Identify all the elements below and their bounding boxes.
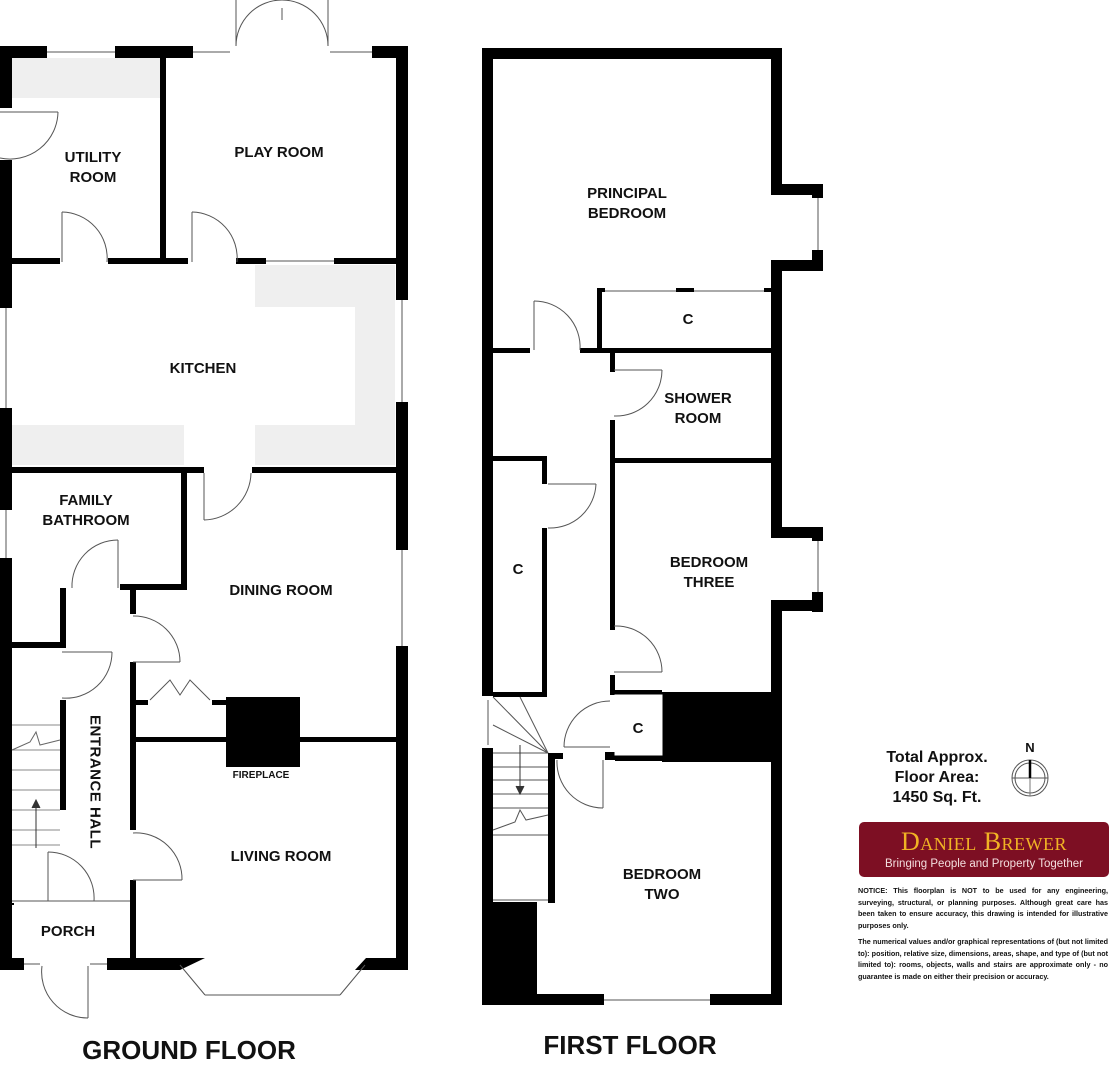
agency-tagline: Bringing People and Property Together: [885, 858, 1083, 870]
room-label-family-bathroom: FAMILY BATHROOM: [42, 492, 130, 529]
north-compass-icon: N: [1005, 740, 1055, 802]
ground-floor-title: GROUND FLOOR: [82, 1035, 296, 1065]
first-floor-plan: [482, 48, 823, 1005]
agency-name: Daniel Brewer: [900, 827, 1068, 856]
room-label-bedroom-three: BEDROOM THREE: [669, 554, 749, 591]
room-label-principal-bedroom: PRINCIPAL BEDROOM: [587, 185, 667, 222]
disclaimer-notice: NOTICE: This floorplan is NOT to be used…: [858, 885, 1108, 987]
first-floor-details: [487, 198, 819, 1001]
room-label-principal-cupboard: C: [682, 311, 694, 328]
room-label-dining-room: DINING ROOM: [229, 582, 333, 599]
agency-logo: Daniel Brewer Bringing People and Proper…: [859, 822, 1109, 877]
room-label-landing-cupboard: C: [512, 561, 524, 578]
room-label-utility: UTILITY ROOM: [64, 149, 122, 186]
disclaimer-paragraph-2: The numerical values and/or graphical re…: [858, 937, 1108, 981]
disclaimer-paragraph-1: NOTICE: This floorplan is NOT to be used…: [858, 886, 1108, 930]
room-label-entrance-hall: ENTRANCE HALL: [86, 715, 104, 849]
area-line-3: 1450 Sq. Ft.: [892, 789, 982, 806]
first-floor-title: FIRST FLOOR: [543, 1030, 717, 1060]
room-label-porch: PORCH: [40, 923, 96, 940]
total-floor-area: Total Approx. Floor Area: 1450 Sq. Ft.: [862, 748, 1012, 808]
room-label-play-room: PLAY ROOM: [234, 144, 324, 161]
room-label-shower-room: SHOWER ROOM: [664, 390, 732, 427]
room-label-small-cupboard: C: [632, 720, 644, 737]
ground-floor-plan: [0, 0, 408, 1019]
area-line-2: Floor Area:: [894, 769, 980, 786]
room-label-living-room: LIVING ROOM: [230, 848, 332, 865]
fireplace-label: FIREPLACE: [232, 770, 290, 781]
area-line-1: Total Approx.: [886, 749, 988, 766]
room-label-bedroom-two: BEDROOM TWO: [622, 866, 702, 903]
compass-north-label: N: [1025, 740, 1035, 755]
room-label-kitchen: KITCHEN: [169, 360, 237, 377]
